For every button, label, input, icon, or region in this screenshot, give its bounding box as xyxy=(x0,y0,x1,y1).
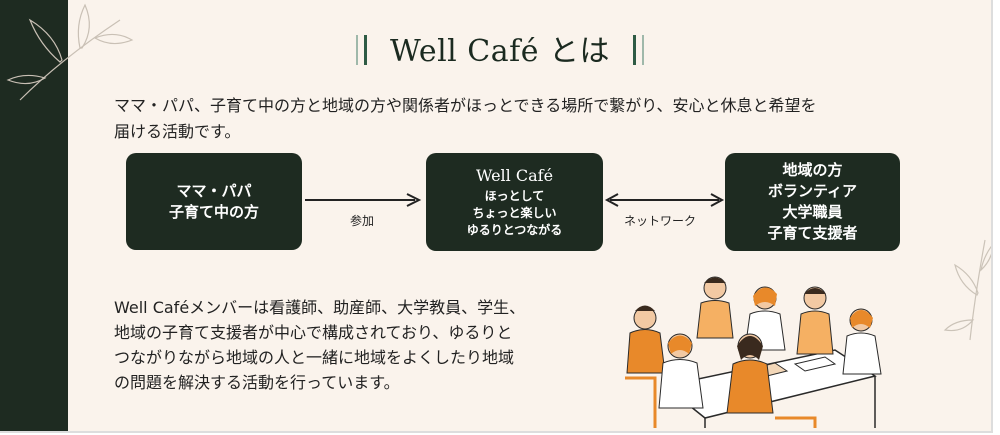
members-line: Well Caféメンバーは看護師、助産師、大学教員、学生、 xyxy=(114,298,526,317)
members-line: 地域の子育て支援者が中心で構成されており、ゆるりと xyxy=(114,323,513,342)
wellcafe-line: ちょっと楽しい xyxy=(472,205,557,220)
community-box: 地域の方 ボランティア 大学職員 子育て支援者 xyxy=(725,153,900,251)
leaf-decoration-right-icon xyxy=(943,239,991,341)
parents-line: ママ・パパ xyxy=(176,181,252,200)
members-description: Well Caféメンバーは看護師、助産師、大学教員、学生、 地域の子育て支援者… xyxy=(114,295,614,395)
parents-box: ママ・パパ 子育て中の方 xyxy=(126,153,302,250)
community-line: 地域の方 xyxy=(782,161,843,179)
leaf-decoration-left-icon xyxy=(6,3,134,101)
title-bar-right xyxy=(633,35,637,65)
community-line: 大学職員 xyxy=(782,203,843,221)
community-line: 子育て支援者 xyxy=(767,224,858,242)
intro-line: ママ・パパ、子育て中の方と地域の方や関係者がほっとできる場所で繋がり、安心と休息… xyxy=(114,96,817,115)
wellcafe-box-title: Well Café xyxy=(475,165,554,185)
community-line: ボランティア xyxy=(767,182,858,200)
side-band xyxy=(0,0,68,431)
members-line: の問題を解決する活動を行っています。 xyxy=(114,373,400,392)
title-bar-right-light xyxy=(642,35,645,65)
wellcafe-line: ゆるりとつながる xyxy=(466,222,563,237)
right-arrow-icon xyxy=(305,193,422,207)
network-label: ネットワーク xyxy=(624,214,697,228)
people-meeting-illustration xyxy=(625,276,882,428)
parents-line: 子育て中の方 xyxy=(168,202,259,221)
intro-line: 届ける活動です。 xyxy=(114,122,241,141)
title-bar-left xyxy=(363,35,367,65)
members-line: つながりながら地域の人と一緒に地域をよくしたり地域 xyxy=(114,348,515,367)
wellcafe-line: ほっとして xyxy=(484,188,545,203)
page-title: Well Café とは xyxy=(0,26,991,70)
title-bar-left-light xyxy=(355,35,358,65)
title-text: Well Café とは xyxy=(389,34,611,69)
intro-text: ママ・パパ、子育て中の方と地域の方や関係者がほっとできる場所で繋がり、安心と休息… xyxy=(114,93,954,145)
wellcafe-box: Well Café ほっとして ちょっと楽しい ゆるりとつながる xyxy=(426,153,603,251)
double-arrow-icon xyxy=(604,193,725,207)
join-label: 参加 xyxy=(350,214,375,228)
